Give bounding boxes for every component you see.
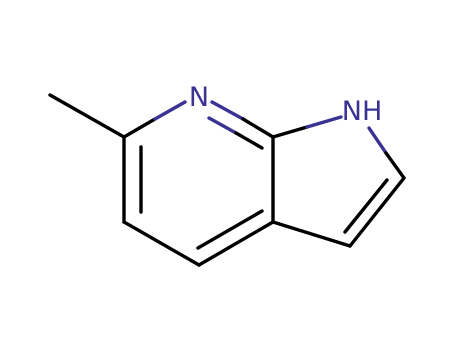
bond-c2-c3 [348,176,406,248]
bond-n1-c2-carbon-half [384,151,406,180]
bond-c2-c3-inner [343,178,389,234]
bond-n7-c7a-carbon-half [241,117,275,139]
bond-c3-c3a [271,220,352,248]
bond-methyl [48,93,126,139]
bonds [48,93,406,267]
bond-c7a-n1-carbon-half [271,125,309,139]
bond-n7-c7a-inner-carbon [234,131,264,150]
atom-label-pyrrole-nitrogen: NH [342,96,383,127]
bond-n1-c2-nitrogen-half [367,126,388,155]
bond-c6-n7-carbon-half [122,117,157,139]
bond-c3a-c4-inner [196,209,264,250]
bond-c6-n7-nitrogen-half [153,100,187,121]
bond-n7-c7a-inner-nitrogen [207,116,238,135]
atom-label-pyridine-nitrogen: N [189,82,209,113]
bond-c7a-n1-nitrogen-half [305,115,343,129]
bond-c4-c5 [122,220,201,267]
bond-n7-c7a-nitrogen-half [210,100,245,121]
bond-c3a-c4 [197,220,275,267]
